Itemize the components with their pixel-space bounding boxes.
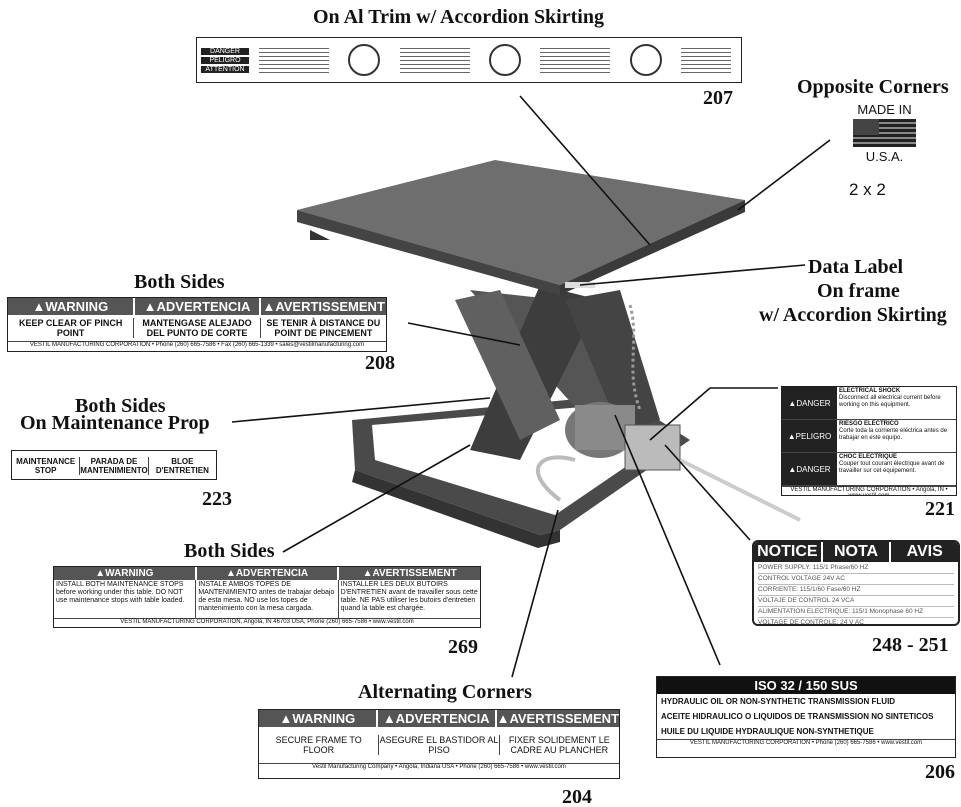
label-206-footer: VESTIL MANUFACTURING CORPORATION • Phone…: [657, 739, 955, 746]
label-269-body-en: INSTALL BOTH MAINTENANCE STOPS before wo…: [54, 580, 197, 618]
notice-line: VOLTAGE DE CONTROLE: 24 V AC: [758, 618, 954, 624]
label-204-body-en: SECURE FRAME TO FLOOR: [259, 735, 380, 755]
row-title: RIESGO ELECTRICO: [839, 421, 899, 427]
parada-text: PARADA DE MANTENIMIENTO: [80, 457, 149, 475]
label-208-body-en: KEEP CLEAR OF PINCH POINT: [8, 318, 135, 338]
caption-alternating-corners: Alternating Corners: [358, 681, 532, 703]
caption-both-sides-1: Both Sides: [134, 271, 225, 293]
warning-header: ▲WARNING: [259, 710, 378, 727]
no-foot-icon: [629, 44, 662, 76]
nota-header: NOTA: [823, 542, 892, 562]
tag-attention: ATTENTION: [201, 65, 249, 73]
avertissement-header: ▲AVERTISSEMENT: [496, 711, 620, 726]
iso-header: ISO 32 / 150 SUS: [657, 677, 955, 694]
tag-danger: DANGER: [201, 47, 249, 55]
no-hand-icon: [348, 44, 381, 76]
tag-peligro: PELIGRO: [201, 56, 249, 64]
caption-accordion-skirting: w/ Accordion Skirting: [759, 304, 947, 326]
part-number-248-251: 248 - 251: [872, 634, 949, 656]
label-204-footer: Vestil Manufacturing Company • Angola, I…: [259, 763, 619, 770]
label-269-footer: VESTIL MANUFACTURING CORPORATION, Angola…: [54, 618, 480, 625]
row-text: Couper tout courant électrique avant de …: [839, 461, 945, 474]
part-number-206: 206: [925, 761, 955, 783]
avis-header: AVIS: [906, 543, 943, 560]
fluid-line: ACEITE HIDRAULICO O LIQUIDOS DE TRANSMIS…: [661, 712, 934, 721]
fluid-line: HYDRAULIC OIL OR NON-SYNTHETIC TRANSMISS…: [661, 697, 896, 706]
usa-text: U.S.A.: [865, 149, 904, 164]
notice-line: VOLTAJE DE CONTROL 24 VCA: [758, 596, 954, 607]
label-208-body-fr: SE TENIR À DISTANCE DU POINT DE PINCEMEN…: [266, 318, 381, 338]
label-269-body-es: INSTALE AMBOS TOPES DE MANTENIMIENTO ant…: [196, 580, 339, 618]
no-hand-icon: [488, 44, 521, 76]
us-flag-icon: [853, 119, 916, 147]
label-207: DANGER PELIGRO ATTENTION: [196, 37, 742, 83]
row-title: ELECTRICAL SHOCK: [839, 388, 901, 394]
label-204: ▲WARNING ▲ADVERTENCIA ▲AVERTISSEMENT SEC…: [258, 709, 620, 779]
caption-maintenance-prop: On Maintenance Prop: [20, 412, 210, 434]
maintenance-stop-text: MAINTENANCE STOP: [12, 457, 81, 475]
advertencia-header: ▲ADVERTENCIA: [135, 298, 262, 315]
avertissement-header: ▲AVERTISSEMENT: [362, 568, 457, 579]
notice-line: POWER SUPPLY: 115/1 Phase/60 HZ: [758, 563, 954, 574]
part-number-204: 204: [562, 786, 592, 807]
row-text: Disconnect all electrical current before…: [839, 395, 941, 408]
label-208: ▲WARNING ▲ADVERTENCIA ▲AVERTISSEMENT KEE…: [7, 297, 387, 352]
part-number-208: 208: [365, 352, 395, 374]
danger-tag: ▲PELIGRO: [782, 420, 837, 452]
caption-on-frame: On frame: [817, 280, 900, 302]
notice-header: NOTICE: [754, 542, 823, 562]
row-text: Corte toda la corriente eléctrica antes …: [839, 428, 948, 441]
avertissement-header: ▲AVERTISSEMENT: [262, 299, 385, 314]
danger-tag: ▲DANGER: [782, 387, 837, 419]
bloe-text: BLOE D'ENTRETIEN: [155, 457, 209, 475]
warning-header: ▲WARNING: [8, 298, 135, 315]
label-208-body-es: MANTENGASE ALEJADO DEL PUNTO DE CORTE: [134, 318, 261, 338]
advertencia-header: ▲ADVERTENCIA: [378, 710, 497, 727]
label-206: ISO 32 / 150 SUS HYDRAULIC OIL OR NON-SY…: [656, 676, 956, 758]
danger-tag: ▲DANGER: [782, 453, 837, 485]
label-223: MAINTENANCE STOP PARADA DE MANTENIMIENTO…: [11, 450, 217, 480]
row-title: CHOC ELECTRIQUE: [839, 454, 898, 460]
caption-both-sides-2: Both Sides: [75, 395, 166, 417]
part-number-269: 269: [448, 636, 478, 658]
caption-both-sides-3: Both Sides: [184, 540, 275, 562]
caption-data-label: Data Label: [808, 256, 903, 278]
part-number-207: 207: [703, 87, 733, 109]
part-number-223: 223: [202, 488, 232, 510]
notice-line: CORRIENTE: 115/1/60 Fase/60 HZ: [758, 585, 954, 596]
notice-line: ALIMENTATION ELECTRIQUE: 115/1 Monophase…: [758, 607, 954, 618]
label-204-body-fr: FIXER SOLIDEMENT LE CADRE AU PLANCHER: [508, 735, 610, 755]
made-in-size: 2 x 2: [849, 180, 886, 199]
fluid-line: HUILE DU LIQUIDE HYDRAULIQUE NON-SYNTHET…: [661, 727, 874, 736]
label-269: ▲WARNING ▲ADVERTENCIA ▲AVERTISSEMENT INS…: [53, 566, 481, 628]
label-269-body-fr: INSTALLER LES DEUX BUTOIRS D'ENTRETIEN a…: [340, 581, 478, 612]
part-number-221: 221: [925, 498, 955, 520]
label-248-251: NOTICE NOTA AVIS POWER SUPPLY: 115/1 Pha…: [752, 540, 960, 626]
made-in-usa-label: MADE IN U.S.A.: [847, 102, 922, 172]
caption-opposite-corners: Opposite Corners: [797, 76, 949, 98]
caption-al-trim: On Al Trim w/ Accordion Skirting: [313, 6, 604, 28]
warning-header: ▲WARNING: [54, 567, 197, 580]
label-221-footer: VESTIL MANUFACTURING CORPORATION • Angol…: [782, 486, 956, 495]
label-204-body-es: ASEGURE EL BASTIDOR AL PISO: [379, 735, 500, 755]
made-in-text: MADE IN: [857, 102, 912, 117]
notice-line: CONTROL VOLTAGE 24V AC: [758, 574, 954, 585]
label-208-footer: VESTIL MANUFACTURING CORPORATION • Phone…: [8, 341, 386, 348]
advertencia-header: ▲ADVERTENCIA: [197, 567, 340, 580]
